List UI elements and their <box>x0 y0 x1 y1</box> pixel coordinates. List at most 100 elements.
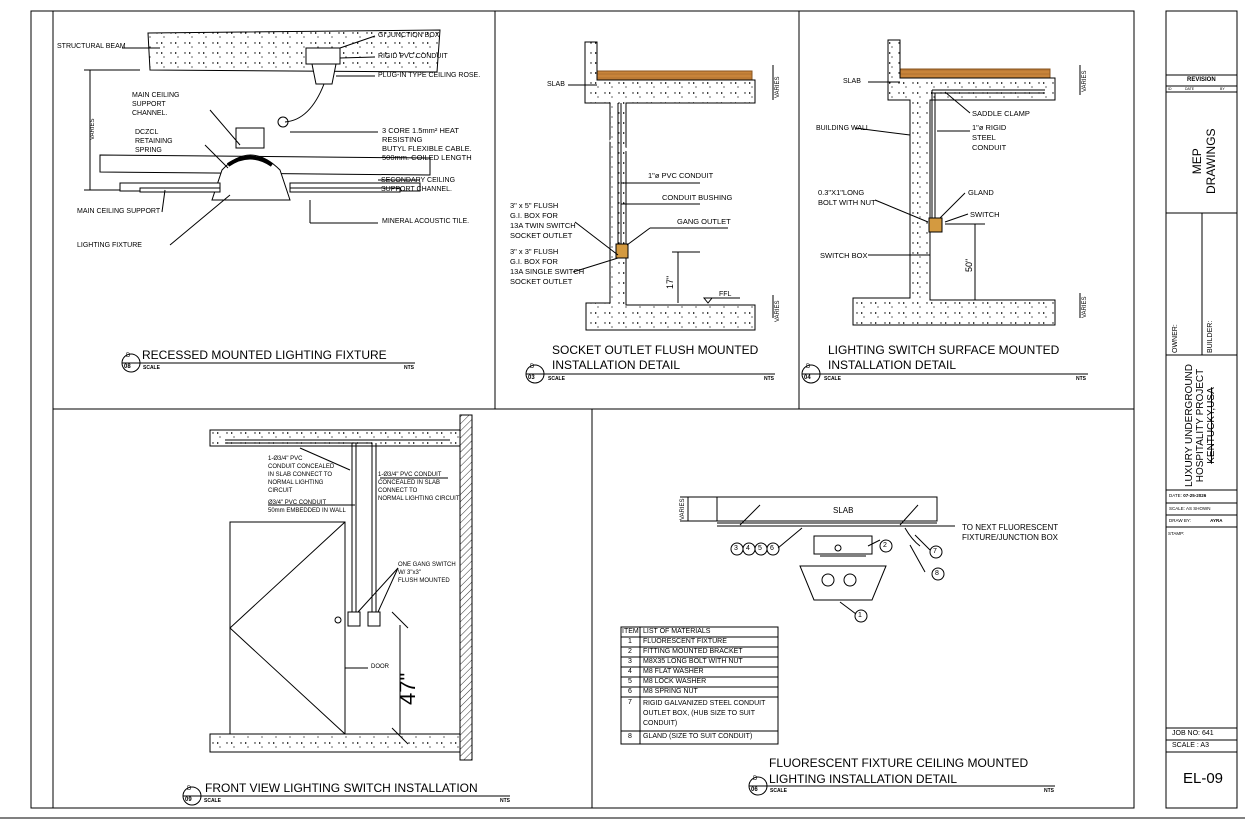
title-block-frame <box>1166 74 1237 753</box>
scale-value: NTS <box>1044 788 1054 794</box>
project-name: LUXURY UNDERGROUND HOSPITALITY PROJECT K… <box>1184 364 1217 487</box>
callout-8: 8 <box>935 570 939 577</box>
callout-1: 1 <box>858 612 862 619</box>
label-saddle-clamp: SADDLE CLAMP <box>972 109 1030 118</box>
callout-7: 7 <box>933 548 937 555</box>
table-row-text: M8X35 LONG BOLT WITH NUT <box>643 658 743 665</box>
label-varies-top: VARIES <box>775 76 781 98</box>
label-ffl: FFL <box>719 291 732 298</box>
label-main-support-channel: MAIN CEILING SUPPORT CHANNEL. <box>132 92 180 117</box>
table-row-item: 3 <box>628 658 632 665</box>
table-row-text: RIGID GALVANIZED STEEL CONDUIT OUTLET BO… <box>643 700 766 727</box>
label-main-ceiling-support: MAIN CEILING SUPPORT <box>77 208 161 215</box>
label-gang-outlet: GANG OUTLET <box>677 217 731 226</box>
scale-label: SCALE <box>548 376 565 382</box>
ref-top: D <box>806 364 811 370</box>
callout-6: 6 <box>770 545 774 552</box>
rev-col-by: BY <box>1220 87 1225 91</box>
label-slab: SLAB <box>833 506 854 515</box>
scale-label: SCALE <box>204 798 221 804</box>
label-door: DOOR <box>371 664 389 670</box>
label-rigid-pvc: RIGID PVC CONDUIT <box>378 53 448 60</box>
detail-title: FRONT VIEW LIGHTING SWITCH INSTALLATION <box>205 781 478 795</box>
label-varies-bottom: VARIES <box>1082 296 1088 318</box>
callout-3: 3 <box>734 545 738 552</box>
front-view-switch-drawing <box>182 414 510 806</box>
socket-outlet-drawing <box>525 41 775 384</box>
label-conduit-3: Ø3/4" PVC CONDUIT 50mm EMBEDDED IN WALL <box>268 500 346 514</box>
label-gland: GLAND <box>968 188 994 197</box>
label-lighting-fixture: LIGHTING FIXTURE <box>77 242 142 249</box>
scale-value: NTS <box>764 376 774 382</box>
owner-label: OWNER: <box>1172 324 1179 353</box>
ref-bottom: 09 <box>185 797 192 803</box>
table-row-text: GLAND (SIZE TO SUIT CONDUIT) <box>643 733 753 740</box>
label-varies-bottom: VARIES <box>775 300 781 322</box>
fluorescent-fixture-drawing <box>620 496 1055 796</box>
rev-col-id: ID <box>1168 87 1172 91</box>
label-bushing: CONDUIT BUSHING <box>662 193 733 202</box>
table-row-item: 1 <box>628 638 632 645</box>
detail-title: LIGHTING SWITCH SURFACE MOUNTED INSTALLA… <box>828 343 1060 372</box>
table-row-item: 6 <box>628 688 632 695</box>
detail-title: FLUORESCENT FIXTURE CEILING MOUNTED LIGH… <box>769 756 1029 786</box>
ref-top: D <box>753 776 758 782</box>
sheet-scale: SCALE : A3 <box>1172 742 1209 749</box>
label-single-box: 3" x 3" FLUSH G.I. BOX FOR 13A SINGLE SW… <box>510 247 585 286</box>
label-next-fixture: TO NEXT FLUORESCENT FIXTURE/JUNCTION BOX <box>962 523 1059 542</box>
scale-value: NTS <box>404 365 414 371</box>
detail-title: RECESSED MOUNTED LIGHTING FIXTURE <box>142 348 387 362</box>
label-building-wall: BUILDING WALL <box>816 125 870 132</box>
table-row-item: 8 <box>628 733 632 740</box>
ref-bottom: 08 <box>124 364 131 370</box>
label-height-50: 50" <box>964 258 974 272</box>
date-row: DATE: 07-25-2026 <box>1169 493 1207 498</box>
label-structural-beam: STRUCTURAL BEAM <box>57 43 126 50</box>
table-row-item: 4 <box>628 668 632 675</box>
ref-bottom: 03 <box>528 375 535 381</box>
label-varies-top: VARIES <box>1082 70 1088 92</box>
sheet-number: EL-09 <box>1183 770 1224 787</box>
label-switch: SWITCH <box>970 210 1000 219</box>
scale-value: NTS <box>500 798 510 804</box>
stamp-label: STAMP: <box>1168 531 1185 536</box>
table-row-text: M8 SPRING NUT <box>643 688 698 695</box>
table-row-item: 5 <box>628 678 632 685</box>
ref-top: D <box>187 786 192 792</box>
table-row-item: 7 <box>628 699 632 706</box>
table-row-text: M8 FLAT WASHER <box>643 668 704 675</box>
label-varies-d08: VARIES <box>90 118 96 140</box>
label-height-17: 17" <box>665 275 675 289</box>
table-header-list: LIST OF MATERIALS <box>643 628 711 635</box>
scale-label: SCALE <box>143 365 160 371</box>
scale-label: SCALE <box>824 376 841 382</box>
label-bolt: 0.3"X1"LONG BOLT WITH NUT <box>818 188 876 207</box>
recessed-fixture-drawing <box>84 29 441 373</box>
label-varies: VARIES <box>680 498 686 520</box>
ref-top: D <box>530 364 535 370</box>
table-header-item: ITEM <box>622 628 639 635</box>
label-cable: 3 CORE 1.5mm² HEAT RESISTING BUTYL FLEXI… <box>382 126 472 162</box>
table-row-text: FITTING MOUNTED BRACKET <box>643 648 743 655</box>
job-no: JOB NO: 641 <box>1172 730 1214 737</box>
label-mineral-tile: MINERAL ACOUSTIC TILE. <box>382 218 470 225</box>
drawn-row: DRAW BY: AYRA <box>1169 518 1223 523</box>
detail-title: SOCKET OUTLET FLUSH MOUNTED INSTALLATION… <box>552 343 759 372</box>
label-ceiling-rose: PLUG-IN TYPE CEILING ROSE. <box>378 72 481 79</box>
scale-value: NTS <box>1076 376 1086 382</box>
label-secondary-channel: SECONDARY CEILING SUPPORT CHANNEL. <box>381 177 456 193</box>
table-row-text: FLUORESCENT FIXTURE <box>643 638 727 645</box>
revision-label: REVISION <box>1187 77 1216 83</box>
label-gang-switch: ONE GANG SWITCH W/ 3"x3" FLUSH MOUNTED <box>398 562 456 584</box>
lighting-switch-drawing <box>801 39 1088 384</box>
label-slab: SLAB <box>843 78 861 85</box>
callout-4: 4 <box>746 545 750 552</box>
label-conduit-2: 1-Ø3/4" PVC CONDUIT CONCEALED IN SLAB CO… <box>378 472 460 502</box>
callout-2: 2 <box>883 542 887 549</box>
ref-bottom: 04 <box>804 375 811 381</box>
label-height-47: 47" <box>395 672 420 705</box>
scale-row: SCALE: AS SHOWN <box>1169 506 1211 511</box>
label-twin-box: 3" x 5" FLUSH G.I. BOX FOR 13A TWIN SWIT… <box>510 201 576 240</box>
discipline-title: MEP DRAWINGS <box>1190 128 1218 194</box>
